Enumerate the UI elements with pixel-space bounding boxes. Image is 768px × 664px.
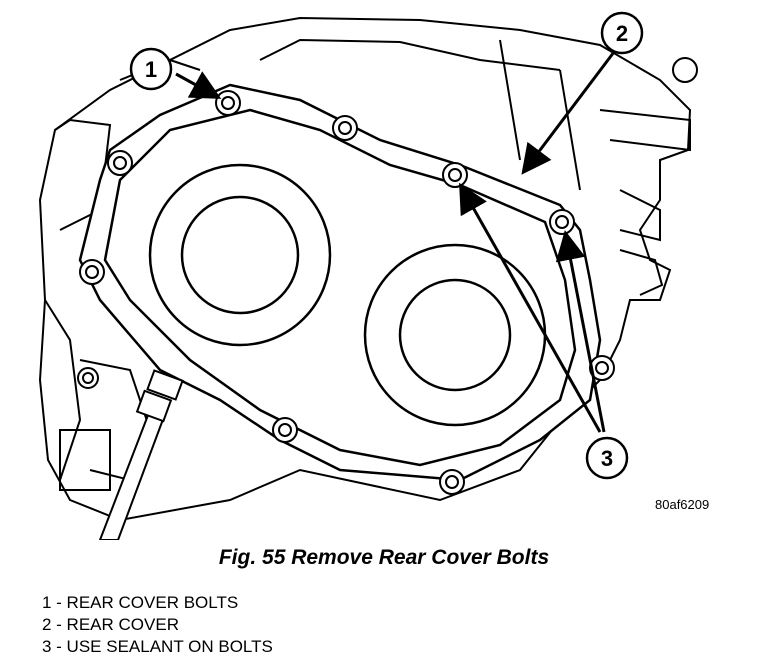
bolt xyxy=(215,90,241,116)
svg-text:3: 3 xyxy=(601,446,613,471)
svg-text:1: 1 xyxy=(145,57,157,82)
callout-1: 1 xyxy=(129,47,173,91)
bolt xyxy=(442,162,468,188)
bolt xyxy=(79,259,105,285)
legend-item: 1 - REAR COVER BOLTS xyxy=(42,593,239,612)
transaxle-rear-cover-illustration: 1 2 3 xyxy=(38,11,698,540)
callout-3: 3 xyxy=(585,436,629,480)
leader-arrow xyxy=(459,182,602,433)
bolt xyxy=(439,469,465,495)
figure-id: 80af6209 xyxy=(655,497,710,512)
svg-text:2: 2 xyxy=(616,21,628,46)
figure-caption: Fig. 55 Remove Rear Cover Bolts xyxy=(218,546,550,569)
callout-2: 2 xyxy=(600,11,644,55)
bolt xyxy=(589,355,615,381)
bolt xyxy=(77,367,99,389)
bolt xyxy=(549,209,575,235)
socket-extension-tool xyxy=(98,369,184,540)
leader-arrow xyxy=(555,230,606,433)
transmission-housing xyxy=(38,16,698,522)
legend: 1 - REAR COVER BOLTS 2 - REAR COVER 3 - … xyxy=(42,592,273,658)
leader-arrow xyxy=(521,51,616,175)
bolt xyxy=(332,115,358,141)
legend-item: 3 - USE SEALANT ON BOLTS xyxy=(42,637,273,656)
bolt xyxy=(272,417,298,443)
legend-item: 2 - REAR COVER xyxy=(42,615,179,634)
leader-arrow xyxy=(175,71,222,99)
leader-arrows xyxy=(175,51,616,433)
rear-cover-bolts xyxy=(77,90,615,495)
bolt xyxy=(107,150,133,176)
